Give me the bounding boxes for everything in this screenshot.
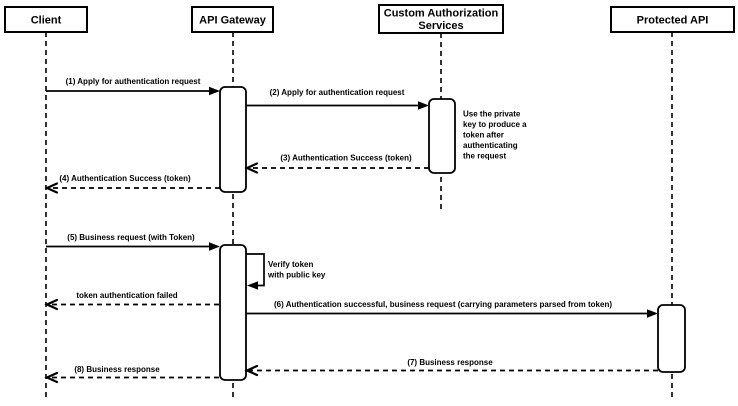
message-2: (2) Apply for authentication request [246,88,429,110]
actor-api-gateway-box [191,6,274,33]
message-3-arrowhead [244,162,259,174]
message-5-arrowhead [209,242,220,251]
activation-custom-authorization-services [428,98,456,174]
message-4: (4) Authentication Success (token) [44,174,220,194]
note-private-key-line-2: key to produce a [463,120,527,129]
message-8-label: (8) Business response [74,365,160,374]
actor-client-box [4,6,88,33]
actor-custom-authorization-services-box [378,4,504,34]
message-5-label: (5) Business request (with Token) [67,233,195,242]
note-private-key-line-5: the request [463,152,506,161]
message-token-failed-arrowhead [44,298,59,311]
message-5: (5) Business request (with Token) [46,233,220,251]
note-private-key-line-3: token after [463,131,504,140]
message-7: (7) Business response [244,358,658,377]
actor-custom-authorization-services: Custom Authorization Services [378,4,504,34]
actor-protected-api-label: Protected API [637,15,709,27]
message-1-label: (1) Apply for authentication request [66,77,201,86]
message-6: (6) Authentication successful, business … [246,300,658,318]
message-verify-token-label-line-1: Verify token [268,260,313,269]
actor-api-gateway: API Gateway [191,6,274,33]
message-1-arrowhead [209,86,220,96]
activation-api-gateway-1 [219,86,247,193]
message-3: (3) Authentication Success (token) [244,154,429,174]
message-4-label: (4) Authentication Success (token) [59,174,191,183]
note-private-key: Use the private key to produce a token a… [463,110,527,161]
activation-protected-api [657,304,686,373]
actor-protected-api: Protected API [610,6,735,33]
actor-api-gateway-label: API Gateway [199,15,267,27]
message-token-failed: token authentication failed [44,291,219,311]
message-8-arrowhead [44,371,59,384]
message-verify-token: Verify token with public key [246,253,326,290]
message-8: (8) Business response [44,365,219,384]
message-2-arrowhead [418,101,429,110]
actor-custom-authorization-services-label-line-2: Services [418,20,463,32]
message-6-arrowhead [647,309,658,318]
message-2-label: (2) Apply for authentication request [270,88,405,97]
message-3-label: (3) Authentication Success (token) [280,154,412,163]
actor-custom-authorization-services-label-line-1: Custom Authorization [384,8,499,20]
message-4-arrowhead [44,182,59,194]
message-7-arrowhead [244,364,259,377]
actor-client-label: Client [31,15,62,27]
message-7-label: (7) Business response [407,358,493,367]
message-verify-token-label-line-2: with public key [267,271,326,280]
actor-client: Client [4,6,88,33]
note-private-key-line-1: Use the private [463,110,521,119]
message-6-label: (6) Authentication successful, business … [274,300,612,309]
message-token-failed-label: token authentication failed [76,291,177,300]
message-1: (1) Apply for authentication request [46,77,220,96]
message-verify-token-arrowhead [247,281,258,290]
activation-api-gateway-2 [219,244,247,381]
actor-protected-api-box [610,6,735,33]
note-private-key-line-4: authenticating [463,141,518,150]
